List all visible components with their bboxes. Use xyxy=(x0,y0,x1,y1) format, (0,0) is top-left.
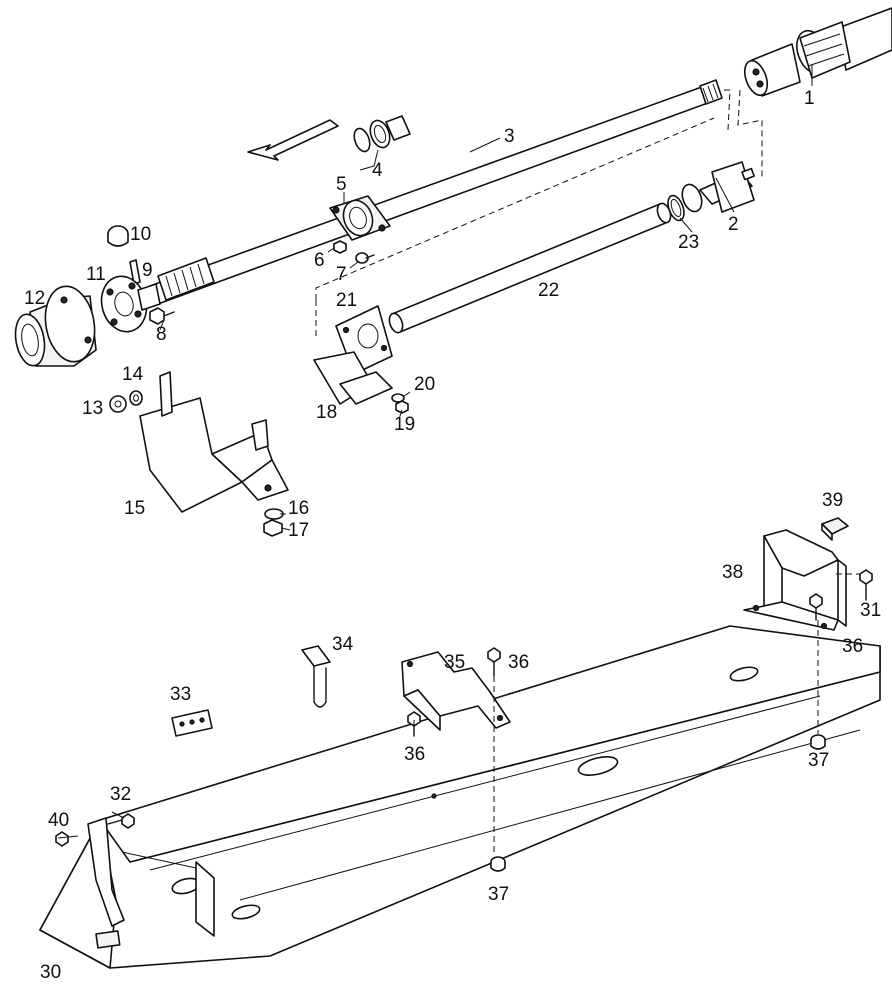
part-20-washer xyxy=(391,393,405,403)
callout-33: 33 xyxy=(170,684,191,705)
part-36-bolt-center xyxy=(487,647,501,677)
callout-17: 17 xyxy=(288,520,309,541)
part-3-shaft xyxy=(149,79,723,305)
part-9-pin xyxy=(129,259,141,285)
callout-8: 8 xyxy=(156,324,167,345)
callout-23: 23 xyxy=(678,232,699,253)
part-36-bolt-right xyxy=(809,593,823,621)
direction-arrow xyxy=(247,119,339,161)
part-22-tube xyxy=(388,202,672,334)
callout-10: 10 xyxy=(130,224,151,245)
alignment-lines-lower xyxy=(413,573,860,856)
callout-34: 34 xyxy=(332,634,354,655)
part-40-nut xyxy=(55,831,69,847)
part-38-support-bracket xyxy=(743,529,847,631)
callout-31: 31 xyxy=(860,600,881,621)
part-4-seal-rings xyxy=(353,115,411,153)
callout-36-right: 36 xyxy=(842,636,863,657)
callout-22: 22 xyxy=(538,280,559,301)
part-6-nut xyxy=(333,240,347,254)
callout-18: 18 xyxy=(316,402,337,423)
part-17-bolt xyxy=(263,519,283,537)
callouts: 1 2 3 4 5 6 7 8 9 10 11 12 13 14 15 16 1… xyxy=(24,88,881,983)
callout-37-right: 37 xyxy=(808,750,829,771)
callout-14: 14 xyxy=(122,364,144,385)
callout-32: 32 xyxy=(110,784,131,805)
part-12-hub-housing xyxy=(14,285,97,367)
leader-lines xyxy=(57,64,813,839)
callout-19: 19 xyxy=(394,414,415,435)
part-5-bearing-flange xyxy=(329,195,391,241)
callout-1: 1 xyxy=(804,88,815,109)
part-31-screw xyxy=(859,569,873,601)
part-14-washer xyxy=(129,390,143,406)
callout-7: 7 xyxy=(336,264,347,285)
part-8-bolt xyxy=(149,307,175,325)
callout-39: 39 xyxy=(822,490,843,511)
part-35-saddle-bracket xyxy=(401,651,511,731)
callout-38: 38 xyxy=(722,562,743,583)
part-37-nut-right xyxy=(810,734,826,750)
callout-40: 40 xyxy=(48,810,69,831)
callout-5: 5 xyxy=(336,174,347,195)
callout-6: 6 xyxy=(314,250,325,271)
part-18-guard-bracket xyxy=(313,351,393,405)
callout-35: 35 xyxy=(444,652,465,673)
callout-37-center: 37 xyxy=(488,884,509,905)
part-11-flange-hub xyxy=(100,275,161,333)
callout-9: 9 xyxy=(142,260,153,281)
part-33-block xyxy=(171,709,213,737)
part-13-nut xyxy=(109,395,127,413)
callout-16: 16 xyxy=(288,498,309,519)
callout-36-left: 36 xyxy=(404,744,425,765)
callout-12: 12 xyxy=(24,288,45,309)
part-39-rubber-block xyxy=(821,517,849,541)
callout-11: 11 xyxy=(86,264,106,285)
callout-20: 20 xyxy=(414,374,435,395)
callout-30: 30 xyxy=(40,962,61,983)
part-34-clip xyxy=(301,645,331,708)
part-10-cap-nut xyxy=(107,225,129,247)
callout-3: 3 xyxy=(504,126,515,147)
callout-36-center: 36 xyxy=(508,652,529,673)
callout-13: 13 xyxy=(82,398,103,419)
part-30-frame-rail xyxy=(39,625,881,969)
part-2-coupling-sleeve xyxy=(681,161,755,213)
part-37-nut-center xyxy=(490,856,506,872)
part-19-bolt xyxy=(395,400,409,414)
part-32-bolt xyxy=(107,813,135,829)
alignment-lines-upper xyxy=(315,89,763,340)
callout-21: 21 xyxy=(336,290,357,311)
callout-15: 15 xyxy=(124,498,145,519)
part-15-guard-shield xyxy=(139,371,289,513)
part-7-bolt xyxy=(355,252,375,264)
callout-4: 4 xyxy=(372,160,383,181)
part-1-universal-joint xyxy=(743,7,892,97)
callout-2: 2 xyxy=(728,214,739,235)
